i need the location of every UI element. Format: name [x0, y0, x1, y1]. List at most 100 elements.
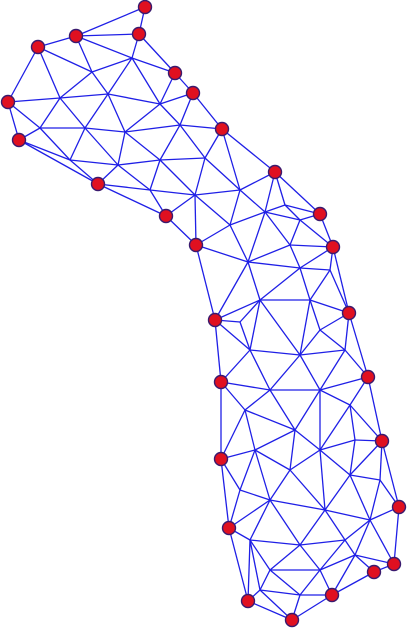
- mesh-edge: [124, 124, 181, 133]
- mesh-edge: [259, 299, 301, 356]
- boundary-node: [325, 239, 341, 255]
- mesh-edge: [239, 449, 256, 491]
- mesh-edge: [192, 92, 223, 130]
- mesh-edge: [214, 319, 222, 383]
- mesh-edge: [149, 159, 161, 191]
- mesh-edge: [91, 57, 133, 73]
- mesh-edge: [349, 404, 383, 442]
- mesh-edge: [159, 157, 206, 161]
- mesh-edge: [264, 204, 286, 213]
- mesh-edge: [117, 131, 126, 166]
- mesh-edge: [194, 157, 206, 196]
- mesh-edge: [393, 506, 400, 565]
- mesh-edge: [75, 33, 140, 37]
- mesh-edge: [249, 299, 261, 351]
- mesh-edge: [319, 349, 346, 391]
- boundary-node: [68, 28, 84, 44]
- mesh-edge: [249, 349, 301, 356]
- mesh-edge: [269, 354, 301, 391]
- boundary-node: [167, 65, 183, 81]
- boundary-node: [30, 39, 46, 55]
- mesh-edge: [269, 544, 301, 571]
- mesh-edge: [259, 589, 293, 621]
- mesh-edge: [331, 554, 356, 596]
- mesh-edge: [59, 97, 86, 129]
- mesh-edge: [294, 389, 321, 431]
- boundary-node: [213, 374, 229, 390]
- mesh-edge: [249, 349, 271, 391]
- mesh-edge: [75, 35, 133, 59]
- mesh-edge: [195, 244, 216, 321]
- mesh-edge: [131, 57, 176, 74]
- boundary-node: [366, 564, 382, 580]
- mesh-edge: [367, 376, 383, 442]
- mesh-edge: [264, 211, 291, 246]
- mesh-edge: [291, 594, 333, 621]
- boundary-node: [0, 94, 16, 110]
- mesh-edge: [221, 128, 276, 173]
- mesh-edge: [319, 539, 346, 571]
- mesh-edge: [319, 389, 351, 406]
- mesh-edge: [249, 499, 271, 541]
- mesh-edge: [319, 329, 346, 351]
- mesh-edge: [309, 269, 331, 301]
- boundary-node: [284, 612, 300, 628]
- mesh-edge: [332, 246, 350, 314]
- mesh-edge: [299, 354, 321, 391]
- mesh-edge: [138, 33, 176, 74]
- mesh-edge: [289, 449, 321, 471]
- mesh-edge: [331, 571, 375, 596]
- mesh-edge: [18, 139, 99, 185]
- mesh-edge: [247, 244, 291, 263]
- mesh-edge: [97, 183, 151, 191]
- mesh-edge: [299, 349, 346, 356]
- boundary-node: [131, 26, 147, 42]
- mesh-edge: [97, 183, 167, 217]
- boundary-node: [267, 164, 283, 180]
- mesh-edge: [344, 519, 371, 541]
- mesh-edge: [269, 389, 296, 431]
- mesh-edge: [247, 261, 301, 269]
- boundary-node: [185, 85, 201, 101]
- mesh-edge: [204, 157, 241, 191]
- mesh-edge: [259, 589, 301, 596]
- mesh-edge: [299, 299, 311, 356]
- mesh-edge: [324, 509, 346, 541]
- mesh-edge: [149, 189, 196, 196]
- mesh-edge: [39, 97, 61, 129]
- mesh-edge: [91, 71, 109, 95]
- mesh-edge: [39, 127, 71, 161]
- mesh-edge: [229, 189, 241, 226]
- mesh-edge: [159, 124, 181, 161]
- mesh-edge: [249, 539, 271, 571]
- mesh-edge: [254, 449, 271, 501]
- boundary-node: [214, 121, 230, 137]
- boundary-node: [360, 369, 376, 385]
- mesh-edge: [284, 204, 301, 221]
- mesh-edge: [194, 194, 231, 226]
- mesh-edge: [244, 409, 256, 451]
- mesh-edge: [349, 440, 383, 476]
- mesh-edge: [319, 404, 351, 451]
- mesh-edge: [324, 509, 371, 521]
- mesh-edge: [117, 164, 151, 191]
- mesh-edge: [107, 93, 161, 105]
- mesh-edge: [247, 211, 266, 263]
- mesh-edge: [124, 103, 161, 133]
- mesh-edge: [319, 376, 369, 391]
- boundary-node: [374, 433, 390, 449]
- boundary-node: [391, 499, 407, 515]
- mesh-edge: [131, 57, 161, 105]
- mesh-edge: [221, 128, 241, 191]
- mesh-edge: [269, 469, 291, 501]
- mesh-edge: [159, 159, 196, 196]
- mesh-edge: [69, 127, 86, 161]
- mesh-edge: [269, 499, 326, 511]
- mesh-edge: [329, 269, 350, 314]
- mesh-edge: [299, 509, 326, 546]
- mesh-edge: [299, 569, 321, 596]
- mesh-edge: [194, 189, 241, 196]
- mesh-edge: [244, 409, 296, 431]
- mesh-edge: [369, 479, 381, 521]
